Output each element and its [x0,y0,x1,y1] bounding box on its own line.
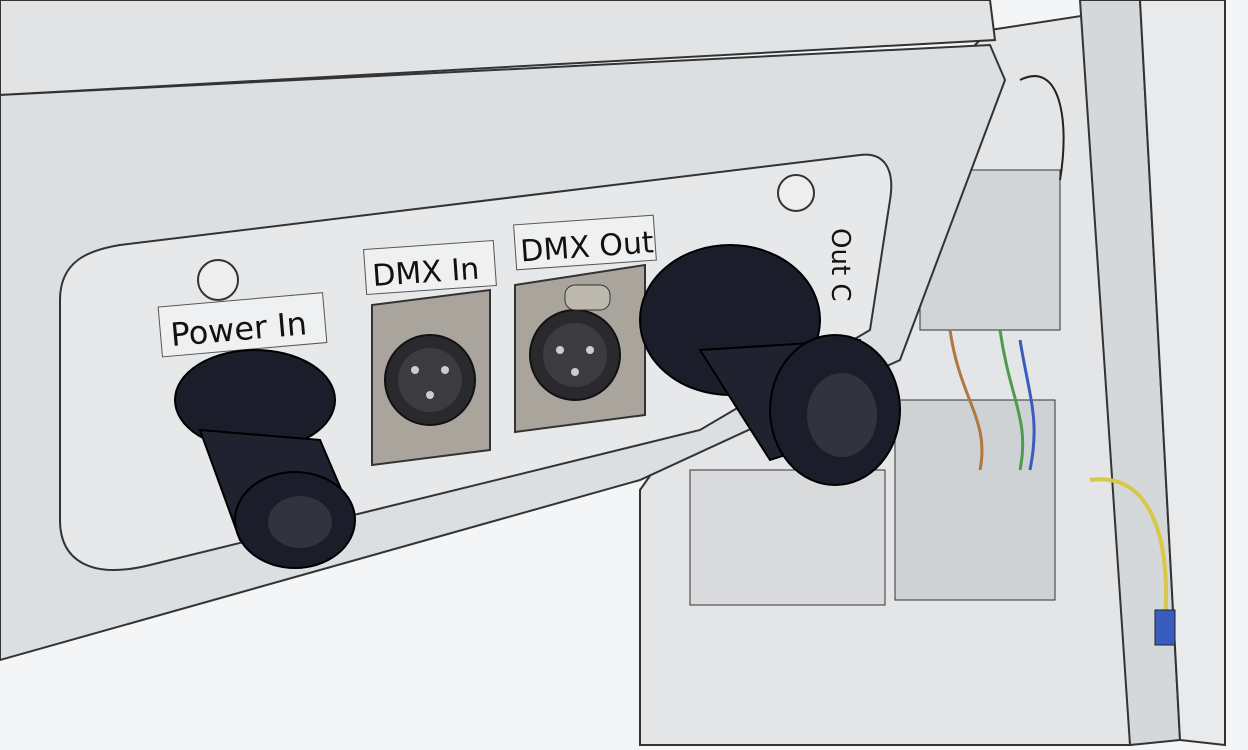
panel-screws [197,174,815,301]
label-out-partial: Out C [825,228,855,302]
out-gland [639,244,901,486]
open-cabinet [639,0,1226,747]
screw-icon [197,259,239,301]
yellow-wire [1089,477,1169,621]
terminal-blocks [894,399,1056,601]
wire-ferrule [1154,609,1176,646]
dmx-out-port [514,263,646,434]
controller-module [689,469,886,606]
port-labels: Power In DMX In DMX Out Out C [157,214,855,358]
screw-icon [777,174,815,212]
label-dmx-in: DMX In [371,252,480,294]
power-in-gland [174,349,356,569]
dmx-in-port [371,288,491,467]
cabinet-door [1138,0,1226,747]
